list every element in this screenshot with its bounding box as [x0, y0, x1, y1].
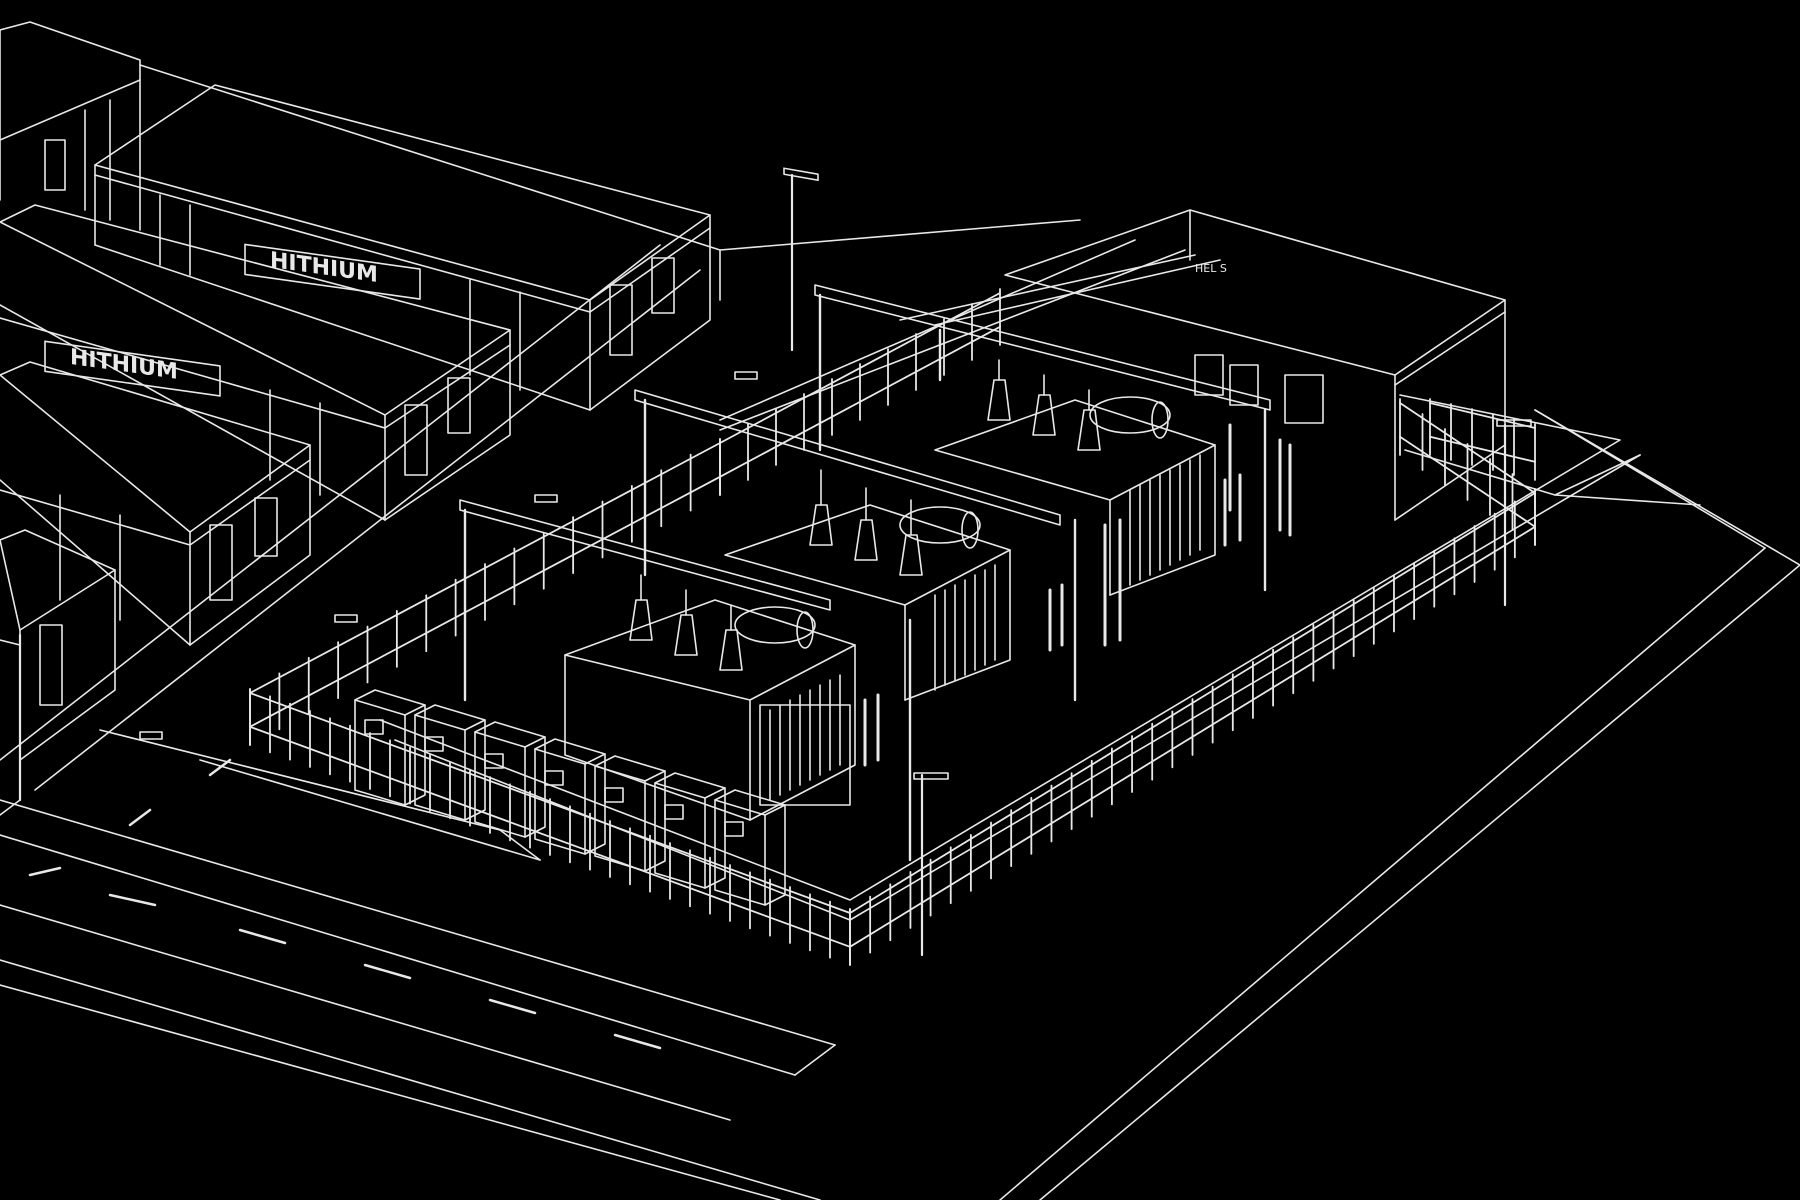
switchgear-cabinet-6: [654, 772, 726, 889]
battery-container-4: [0, 361, 311, 646]
bushings-transformer-1: [629, 574, 743, 671]
transformer-2: [724, 469, 1064, 701]
transformers: [564, 359, 1292, 821]
battery-containers: HITHIUM HITHIUM: [0, 21, 711, 761]
yard-pipes: [1103, 423, 1282, 647]
bushings-transformer-2: [809, 469, 923, 576]
transformer-3: [934, 359, 1292, 596]
transformer-1: [564, 574, 880, 821]
switchgear-cabinet-7: [714, 789, 786, 906]
switchgear-cabinet-1: [354, 689, 426, 806]
switchgear-cabinets: [354, 689, 786, 906]
light-poles: [18, 167, 1532, 957]
site-ground: [0, 64, 1800, 1200]
fence-top-rail: [1429, 402, 1536, 429]
switchgear-cabinet-4: [534, 738, 606, 855]
battery-container-3: HITHIUM: [0, 204, 511, 521]
switchgear-cabinet-2: [414, 704, 486, 821]
switchgear-cabinet-5: [594, 755, 666, 872]
building-sign-text: HEL S: [1195, 262, 1227, 275]
bushings-transformer-3: [987, 359, 1101, 451]
control-building: HEL S: [1004, 209, 1506, 521]
road-lane-markings: [28, 371, 758, 1050]
switchgear-cabinet-3: [474, 721, 546, 838]
container-logo-text-2: HITHIUM: [270, 247, 378, 288]
battery-container-2: HITHIUM: [94, 84, 711, 411]
fence-mid-rail: [1429, 435, 1536, 463]
perimeter-fence: [249, 288, 1536, 966]
battery-container-1: [0, 21, 141, 231]
